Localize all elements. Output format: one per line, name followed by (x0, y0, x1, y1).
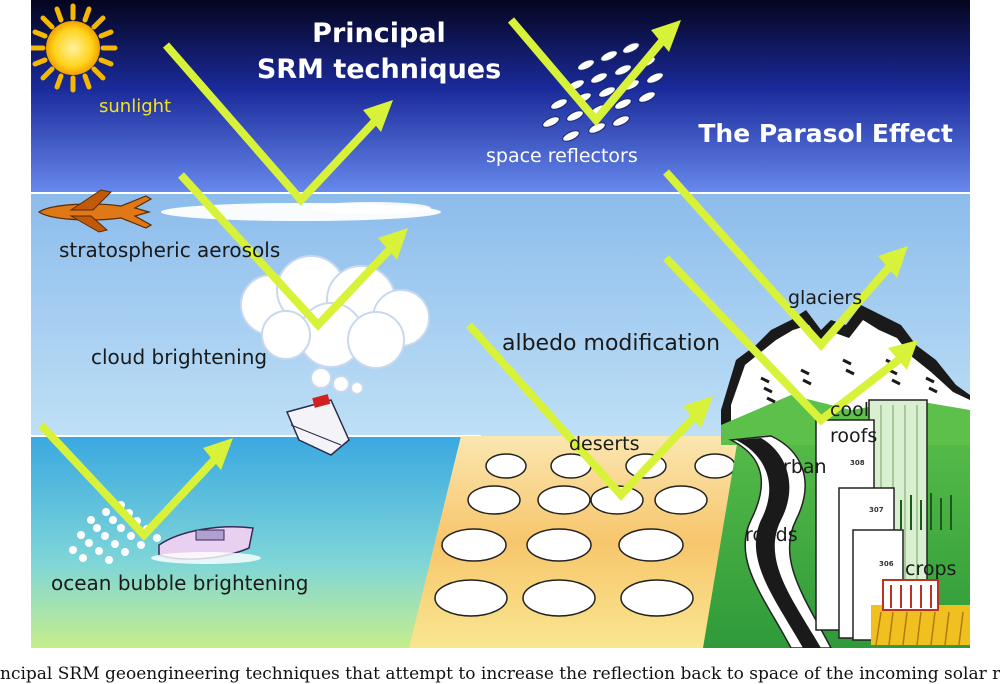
contrail (161, 202, 441, 221)
ocean-band (31, 436, 481, 648)
subtitle: The Parasol Effect (698, 119, 953, 148)
desert-reflectors (434, 453, 736, 617)
label-stratospheric-aerosols: stratospheric aerosols (59, 238, 280, 262)
crops (900, 493, 952, 530)
arrow-roofs (663, 255, 904, 426)
airplane-icon (37, 189, 153, 233)
urban-buildings (815, 399, 928, 641)
label-roads: roads (745, 524, 798, 546)
title-line2: SRM techniques (257, 54, 501, 85)
arrow-space (507, 17, 667, 127)
arrow-heads (203, 20, 918, 470)
title-line1: Principal (312, 18, 446, 49)
figure-caption: ncipal SRM geoengineering techniques tha… (0, 664, 1000, 684)
arrow-sunlight (162, 42, 379, 206)
label-space-reflectors: space reflectors (486, 145, 638, 167)
ship-icon (285, 394, 350, 456)
label-crops: crops (905, 558, 956, 580)
arrow-ocean (38, 422, 219, 541)
label-ocean-bubble-brightening: ocean bubble brightening (51, 571, 308, 595)
building-number-308: 308 (850, 459, 865, 467)
arrow-glaciers (663, 169, 895, 352)
building-number-306: 306 (879, 560, 894, 568)
label-albedo-modification: albedo modification (502, 331, 720, 356)
road (728, 435, 832, 648)
boat-icon (151, 526, 261, 564)
diagram-labels: Principal SRM techniques The Parasol Eff… (51, 18, 956, 595)
wheat-field (871, 579, 970, 646)
reflection-arrows (38, 17, 904, 541)
arrow-desert (466, 322, 699, 501)
label-urban: urban (771, 456, 827, 478)
label-cloud-brightening: cloud brightening (91, 345, 267, 369)
srm-diagram: 308 307 306 (31, 0, 970, 648)
sun-icon (31, 3, 118, 93)
label-cool: cool (830, 399, 869, 421)
label-roofs: roofs (830, 425, 877, 447)
arrow-aerosols (178, 172, 394, 331)
label-deserts: deserts (569, 433, 640, 455)
label-glaciers: glaciers (788, 287, 862, 309)
building-number-307: 307 (869, 506, 884, 514)
label-sunlight: sunlight (99, 96, 171, 117)
space-band (31, 0, 970, 196)
